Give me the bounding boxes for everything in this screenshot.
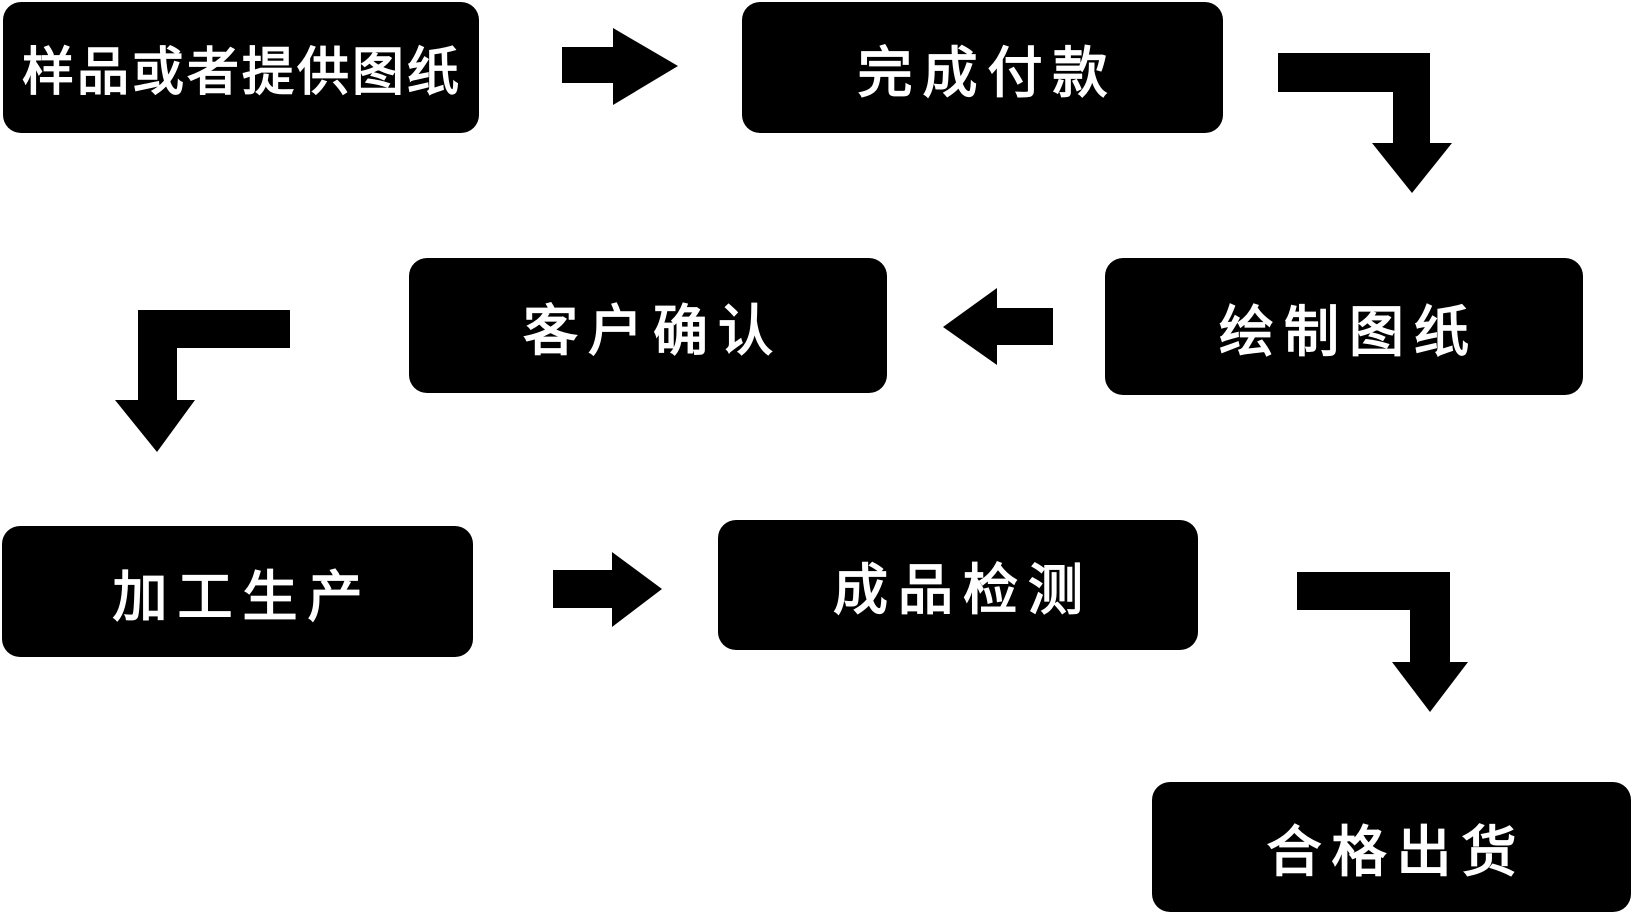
left-arrow-step3-to-step4-icon [943, 288, 1053, 365]
node-qualified-shipment-label: 合格出货 [1266, 820, 1527, 884]
node-finished-product-inspection-label: 成品检测 [832, 558, 1093, 622]
node-processing-production: 加工生产 [2, 526, 473, 657]
node-complete-payment-label: 完成付款 [857, 40, 1118, 105]
node-sample-or-drawing: 样品或者提供图纸 [3, 2, 479, 133]
elbow-down-arrow-step6-to-step7-icon [1297, 572, 1468, 712]
node-customer-confirm-label: 客户确认 [522, 298, 783, 363]
elbow-down-arrow-step2-to-step3-icon [1278, 53, 1452, 193]
node-draw-drawings: 绘制图纸 [1105, 258, 1583, 395]
node-sample-or-drawing-label: 样品或者提供图纸 [21, 43, 462, 103]
elbow-down-arrow-step4-to-step5-icon [115, 310, 290, 452]
node-complete-payment: 完成付款 [742, 2, 1223, 133]
node-customer-confirm: 客户确认 [409, 258, 887, 393]
right-arrow-step1-to-step2-icon [562, 28, 678, 105]
node-draw-drawings-label: 绘制图纸 [1218, 299, 1479, 364]
node-processing-production-label: 加工生产 [112, 564, 373, 629]
node-qualified-shipment: 合格出货 [1152, 782, 1631, 912]
right-arrow-step5-to-step6-icon [553, 552, 662, 627]
node-finished-product-inspection: 成品检测 [718, 520, 1198, 650]
